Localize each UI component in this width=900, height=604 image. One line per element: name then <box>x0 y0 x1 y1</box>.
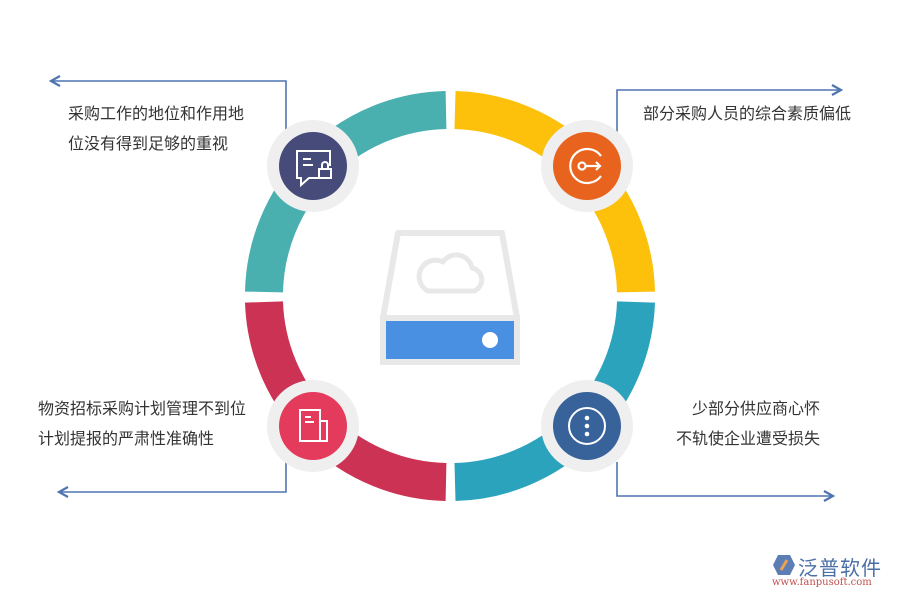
label-line: 不轨使企业遭受损失 <box>675 429 820 448</box>
badge-bottom-left <box>267 380 359 472</box>
badge-top-left <box>267 120 359 212</box>
logo-mark-icon <box>773 555 795 575</box>
label-line: 计划提报的严肃性准确性 <box>38 429 215 448</box>
arrow-left-icon <box>48 75 61 87</box>
label-line: 物资招标采购计划管理不到位 <box>38 399 247 418</box>
more-vertical-icon <box>568 407 606 445</box>
label-top-right: 部分采购人员的综合素质偏低 <box>643 99 851 129</box>
document-icon <box>299 409 328 442</box>
label-top-left: 采购工作的地位和作用地 位没有得到足够的重视 <box>68 99 244 159</box>
label-line: 位没有得到足够的重视 <box>68 134 229 153</box>
key-exit-icon <box>569 147 602 185</box>
badge-bottom-right <box>541 380 633 472</box>
arrow-right-icon <box>823 490 836 502</box>
connector-bottom-right <box>616 462 836 502</box>
brand-logo: 泛普软件 www.fanpusoft.com <box>768 552 893 594</box>
connector-top-left <box>48 75 287 145</box>
logo-name: 泛普软件 <box>798 556 882 580</box>
label-line: 采购工作的地位和作用地 <box>68 104 245 123</box>
connector-bottom-left <box>56 462 287 498</box>
logo-url: www.fanpusoft.com <box>772 577 872 588</box>
arrow-left-icon <box>56 486 69 498</box>
label-bottom-left: 物资招标采购计划管理不到位 计划提报的严肃性准确性 <box>38 394 246 454</box>
label-bottom-right: 少部分供应商心怀 不轨使企业遭受损失 <box>676 394 820 454</box>
arrow-right-icon <box>831 84 844 96</box>
badge-top-right <box>541 120 633 212</box>
label-line: 少部分供应商心怀 <box>691 399 820 418</box>
cloud-storage-drive-icon <box>380 230 520 365</box>
label-line: 部分采购人员的综合素质偏低 <box>643 104 852 123</box>
connector-top-right <box>616 84 844 145</box>
chat-lock-icon <box>296 150 332 188</box>
